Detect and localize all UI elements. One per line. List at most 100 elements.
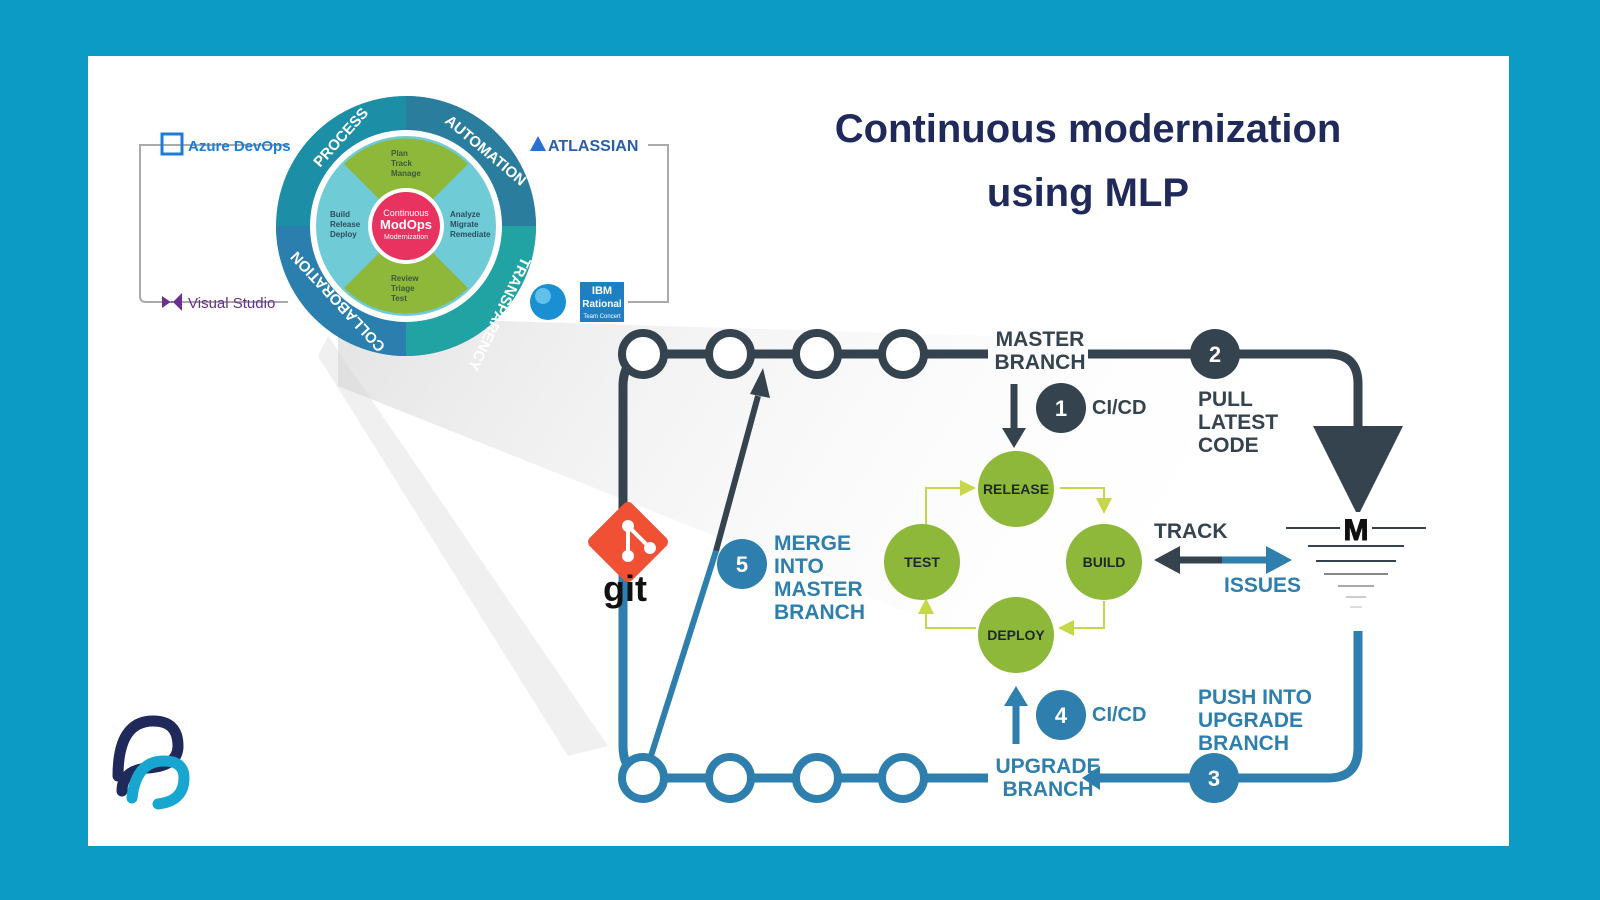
zoom-beam xyxy=(338,316,1318,776)
test-label: TEST xyxy=(904,554,940,570)
title-line-1: Continuous modernization xyxy=(835,107,1342,151)
step3-label-3: BRANCH xyxy=(1198,732,1289,755)
master-commit xyxy=(878,329,928,379)
release-node xyxy=(978,451,1054,527)
wheel-left-1: Build xyxy=(330,210,350,219)
step3-number: 3 xyxy=(1208,766,1220,791)
tools-frame xyxy=(139,144,288,303)
git-logo: git xyxy=(588,502,668,609)
cycle-arrow-deploy-test xyxy=(918,598,976,629)
step5-label-1: MERGE xyxy=(774,532,851,555)
master-commit xyxy=(618,329,668,379)
cycle-arrow-build-deploy xyxy=(1058,601,1105,636)
rational-label: Rational xyxy=(582,299,622,310)
wheel-bottom-3: Test xyxy=(391,294,407,303)
diagram-canvas: Continuous modernization using MLP Azure… xyxy=(112,96,1426,810)
step1-label: CI/CD xyxy=(1092,397,1146,419)
track-arrow-left-head xyxy=(1154,546,1180,574)
test-node xyxy=(884,524,960,600)
team-concert-label: Team Concert xyxy=(583,314,621,320)
step5-label-4: BRANCH xyxy=(774,601,865,624)
m-logo-icon: M xyxy=(1286,512,1426,608)
deploy-node xyxy=(978,597,1054,673)
wheel-bottom-1: Review xyxy=(391,274,419,283)
azure-devops-logo: Azure DevOps xyxy=(160,132,291,156)
step2-label-2: LATEST xyxy=(1198,411,1278,434)
step3-label-2: UPGRADE xyxy=(1198,709,1303,732)
master-commit xyxy=(705,329,755,379)
wheel-left-2: Release xyxy=(330,220,361,229)
wheel-center-1: Continuous xyxy=(383,208,429,218)
modops-wheel: Continuous ModOps Modernization Plan Tra… xyxy=(276,96,536,373)
atlassian-label: ATLASSIAN xyxy=(548,138,638,155)
upgrade-commit xyxy=(878,753,928,803)
title-line-2: using MLP xyxy=(987,171,1189,215)
master-branch-label-2: BRANCH xyxy=(995,351,1086,374)
wheel-top-3: Manage xyxy=(391,169,421,178)
upgrade-branch-arrow xyxy=(1082,766,1100,790)
issues-arrow-right-head xyxy=(1266,546,1292,574)
master-commit xyxy=(792,329,842,379)
master-branch-line-right xyxy=(1088,349,1403,516)
zoom-beam-lower xyxy=(318,336,608,756)
ibm-label: IBM xyxy=(592,285,612,297)
wheel-center-3: Modernization xyxy=(384,234,428,241)
content-card: Continuous modernization using MLP Azure… xyxy=(88,56,1509,846)
visual-studio-logo: Visual Studio xyxy=(162,293,275,312)
step2-label-1: PULL xyxy=(1198,388,1253,411)
m-logo-letter: M xyxy=(1344,514,1369,547)
wheel-right-2: Migrate xyxy=(450,220,479,229)
step3-label-1: PUSH INTO xyxy=(1198,686,1312,709)
wheel-bottom-2: Triage xyxy=(391,284,415,293)
master-commits xyxy=(618,329,928,379)
upgrade-commit xyxy=(618,753,668,803)
merge-line-lower xyxy=(647,550,719,760)
master-branch-label-1: MASTER xyxy=(996,328,1085,351)
step1-badge xyxy=(1036,383,1086,433)
merge-arrow-head xyxy=(750,368,770,398)
step2-number: 2 xyxy=(1209,342,1221,367)
step3-badge xyxy=(1189,753,1239,803)
git-label: git xyxy=(603,568,647,609)
step5-label-2: INTO xyxy=(774,555,824,578)
wheel-right-1: Analyze xyxy=(450,210,481,219)
step2-badge xyxy=(1190,329,1240,379)
step5-label-3: MASTER xyxy=(774,578,863,601)
upgrade-branch-label-2: BRANCH xyxy=(1003,778,1094,801)
step1-arrow-head xyxy=(1002,428,1026,448)
step4-label: CI/CD xyxy=(1092,704,1146,726)
issues-label: ISSUES xyxy=(1224,574,1301,597)
cycle-arrow-test-release xyxy=(925,480,976,526)
upgrade-branch-label-1: UPGRADE xyxy=(995,755,1100,778)
build-node xyxy=(1066,524,1142,600)
ibm-rational-logo: IBM Rational Team Concert xyxy=(580,282,624,322)
step5-badge xyxy=(717,539,767,589)
upgrade-commits xyxy=(618,753,928,803)
wheel-top-2: Track xyxy=(391,159,412,168)
wheel-top-1: Plan xyxy=(391,149,408,158)
upgrade-commit xyxy=(705,753,755,803)
wheel-left-3: Deploy xyxy=(330,230,357,239)
globe-icon xyxy=(530,284,566,320)
upgrade-commit xyxy=(792,753,842,803)
wheel-center-2: ModOps xyxy=(380,217,432,232)
step4-number: 4 xyxy=(1055,703,1068,728)
wheel-right-3: Remediate xyxy=(450,230,491,239)
step4-arrow-head xyxy=(1004,686,1028,706)
brand-logo xyxy=(112,715,190,810)
release-label: RELEASE xyxy=(983,481,1049,497)
build-label: BUILD xyxy=(1083,554,1126,570)
deploy-label: DEPLOY xyxy=(987,627,1045,643)
merge-line-upper xyxy=(713,395,761,552)
cycle-arrow-release-build xyxy=(1060,487,1112,514)
azure-devops-label: Azure DevOps xyxy=(188,138,291,155)
devops-cycle: RELEASE BUILD DEPLOY TEST xyxy=(884,451,1142,673)
track-label: TRACK xyxy=(1154,520,1228,543)
visual-studio-label: Visual Studio xyxy=(188,295,275,312)
upgrade-branch-line xyxy=(1098,631,1363,783)
step1-number: 1 xyxy=(1055,396,1067,421)
step4-badge xyxy=(1036,690,1086,740)
atlassian-logo: ATLASSIAN xyxy=(530,136,638,155)
tools-frame-right xyxy=(628,144,669,303)
